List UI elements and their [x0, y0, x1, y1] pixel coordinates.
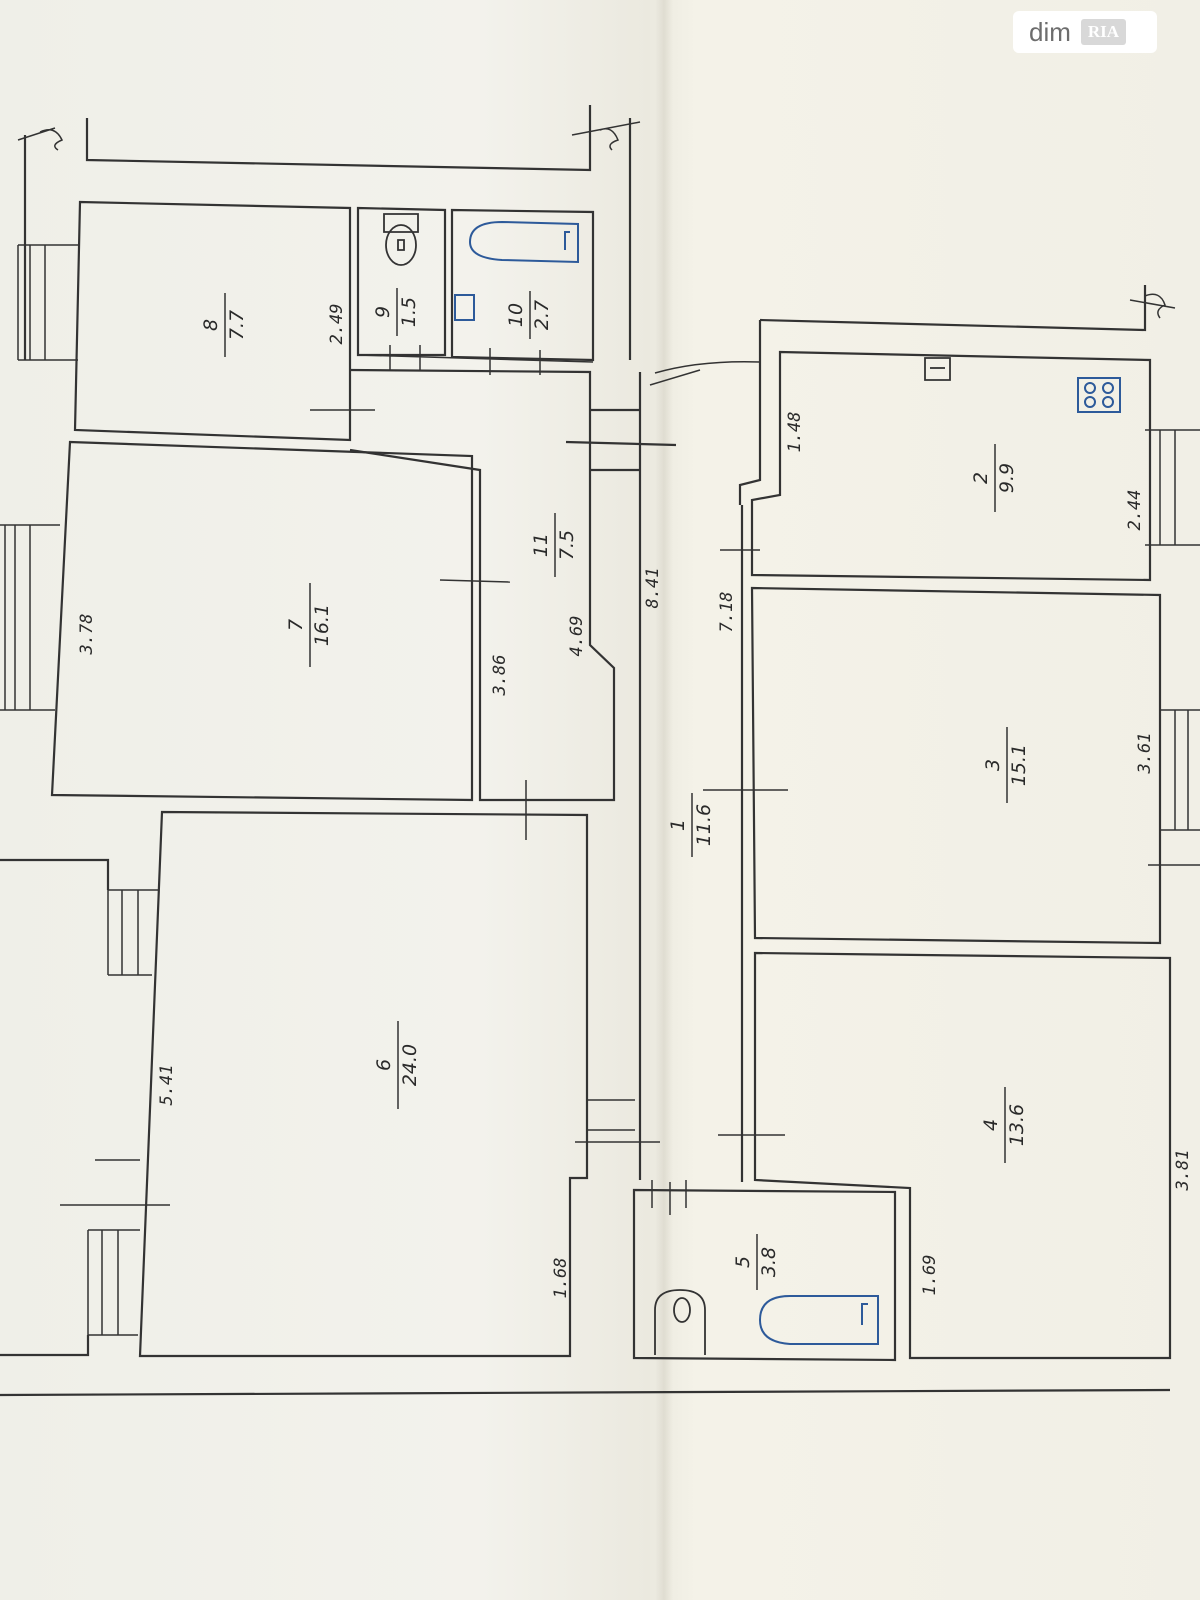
room-2-outline	[750, 350, 1152, 582]
svg-text:1: 1	[667, 819, 689, 831]
room-8-outline	[73, 200, 352, 442]
room-8-label: 8 7.7	[200, 293, 248, 357]
room-9-outline	[356, 206, 447, 357]
room-10-outline	[450, 208, 595, 362]
corridor-1-walls	[638, 372, 744, 1182]
room-5-label: 5 3.8	[732, 1234, 780, 1290]
room-4-label: 4 13.6	[980, 1087, 1028, 1163]
corridor-1-entry-marks	[565, 408, 677, 472]
svg-text:11: 11	[530, 533, 552, 557]
dimension-label: 1.69	[920, 1255, 940, 1296]
svg-text:9.9: 9.9	[996, 463, 1018, 493]
room-2-label: 2 9.9	[970, 444, 1018, 512]
svg-text:3.8: 3.8	[758, 1247, 780, 1277]
svg-text:7: 7	[285, 619, 307, 631]
room-7-label: 7 16.1	[285, 583, 333, 667]
door-mark-room-7	[439, 579, 511, 583]
svg-text:6: 6	[373, 1059, 395, 1071]
room-5-outline	[632, 1188, 897, 1362]
svg-text:2: 2	[970, 472, 992, 484]
bath-fixture-room-5	[758, 1295, 879, 1345]
corridor-1-corner	[738, 320, 762, 505]
svg-text:7.5: 7.5	[556, 530, 578, 560]
window-room-7	[0, 524, 60, 711]
svg-text:24.0: 24.0	[399, 1044, 421, 1086]
neighbour-wall-left	[0, 858, 110, 1357]
outer-wall-bottom	[0, 1388, 1171, 1397]
window-room-6-upper	[107, 889, 158, 976]
dimension-label: 8.41	[643, 568, 663, 609]
svg-text:16.1: 16.1	[311, 604, 333, 646]
svg-text:4: 4	[980, 1119, 1002, 1131]
svg-text:11.6: 11.6	[693, 804, 715, 846]
room-1-label: 1 11.6	[667, 793, 715, 857]
dimension-label: 4.69	[567, 616, 587, 657]
dimension-label: 3.81	[1173, 1150, 1193, 1192]
room-10-label: 10 2.7	[505, 291, 553, 339]
stove-fixture-room-2	[1077, 377, 1121, 413]
svg-text:7.7: 7.7	[226, 310, 248, 340]
room-11-outline	[349, 368, 616, 802]
room-4-outline	[753, 951, 1172, 1360]
room-11-label: 11 7.5	[530, 513, 578, 577]
door-mark-room-6-right	[575, 1099, 660, 1143]
break-mark-left	[17, 127, 64, 151]
svg-text:5: 5	[732, 1256, 754, 1268]
dimension-label: 2.49	[327, 304, 347, 345]
paper-fold	[655, 0, 673, 1600]
break-mark-center	[571, 121, 641, 151]
door-mark-room-6-top	[490, 780, 560, 840]
break-mark-right	[1129, 293, 1176, 319]
door-marks-room-9-10	[357, 345, 594, 375]
dimension-label: 1.68	[551, 1258, 571, 1299]
room-6-label: 6 24.0	[373, 1021, 421, 1109]
svg-text:10: 10	[505, 303, 527, 327]
window-room-6-lower	[87, 1229, 140, 1336]
sink-fixture-room-2	[924, 357, 951, 381]
door-mark-room-6	[60, 1159, 170, 1206]
svg-text:15.1: 15.1	[1008, 744, 1030, 786]
room-3-label: 3 15.1	[982, 727, 1030, 803]
corridor-1-curve	[649, 361, 761, 386]
watermark-badge: RIA	[1080, 19, 1127, 45]
window-room-8	[17, 244, 78, 361]
window-room-2	[1145, 429, 1200, 546]
outer-wall-top-left	[23, 105, 592, 360]
toilet-fixture-room-5	[654, 1289, 706, 1355]
dimension-label: 3.86	[490, 655, 510, 697]
dimension-label: 1.48	[785, 412, 805, 453]
bath-fixture-room-10	[454, 220, 579, 321]
dimension-label: 2.44	[1125, 490, 1145, 531]
room-3-outline	[750, 586, 1162, 945]
toilet-fixture-room-9	[383, 213, 419, 266]
svg-text:3: 3	[982, 759, 1004, 771]
dimension-label: 7.18	[717, 592, 737, 633]
svg-text:2.7: 2.7	[531, 300, 553, 330]
dimension-label: 3.61	[1135, 733, 1155, 775]
room-9-label: 9 1.5	[372, 288, 420, 336]
svg-text:1.5: 1.5	[398, 297, 420, 327]
outer-wall-top-right	[759, 285, 1147, 332]
svg-text:9: 9	[372, 306, 394, 318]
dimension-label: 3.78	[77, 614, 97, 656]
svg-text:8: 8	[200, 319, 222, 331]
window-room-3	[1160, 709, 1200, 831]
room-6-outline	[138, 810, 589, 1358]
room-7-outline	[50, 440, 474, 802]
watermark-brand: dim	[1029, 16, 1071, 47]
door-mark-room-5	[651, 1180, 687, 1215]
dimension-label: 5.41	[157, 1065, 177, 1106]
svg-text:13.6: 13.6	[1006, 1104, 1028, 1146]
door-marks-corridor-1	[703, 549, 788, 1136]
dimria-watermark: dim RIA	[1013, 11, 1157, 53]
